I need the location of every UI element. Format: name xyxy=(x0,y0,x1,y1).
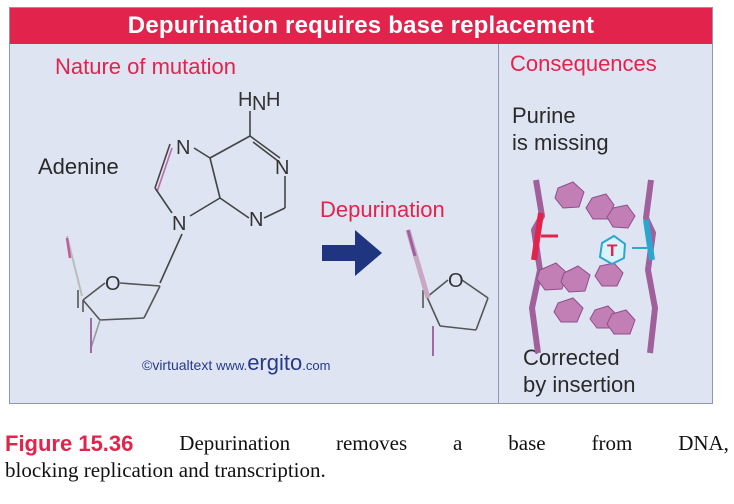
caption-word: from xyxy=(591,431,633,455)
consequences-title: Consequences xyxy=(510,51,657,76)
credit-site-big: ergito xyxy=(247,350,303,375)
right-arrow-icon xyxy=(322,230,382,276)
section-divider xyxy=(498,44,499,403)
caption-word: removes xyxy=(335,431,408,455)
bond-n7-c5 xyxy=(193,147,211,159)
caption-word: DNA, xyxy=(678,431,729,455)
bond-c2-n3 xyxy=(263,207,286,219)
nature-of-mutation-title: Nature of mutation xyxy=(55,54,236,79)
depurination-label: Depurination xyxy=(320,197,445,222)
bond-n9-c4 xyxy=(189,197,221,217)
atom-o-right: O xyxy=(448,270,464,292)
adenine-structure xyxy=(154,111,286,284)
credit-site-end: .com xyxy=(302,358,331,373)
caption-line-2: blocking replication and transcription. xyxy=(5,458,326,482)
adenine-label: Adenine xyxy=(38,154,119,179)
caption-word: Depurination xyxy=(179,431,291,455)
bond-c8-n7 xyxy=(154,143,171,189)
backbone-fragment-left xyxy=(66,235,83,297)
credit-site-start: www. xyxy=(216,358,248,373)
panel-title: Depurination requires base replacement xyxy=(10,8,712,44)
bond-c8-n9 xyxy=(154,187,173,214)
thymine-base xyxy=(598,234,627,266)
caption-word: base xyxy=(508,431,546,455)
figure-caption: Figure 15.36 Depurination removes a base… xyxy=(5,430,729,484)
figure-panel: Depurination requires base replacement N… xyxy=(9,7,713,404)
credit-line: ©virtualtext www.ergito.com xyxy=(142,350,330,376)
diagram-drawing: H N H N N N N O xyxy=(65,89,658,356)
atom-h-left: H xyxy=(238,89,252,111)
atom-h-right: H xyxy=(266,89,280,111)
atom-o-left: O xyxy=(105,273,121,295)
caption-line-1: Figure 15.36 Depurination removes a base… xyxy=(5,430,729,457)
atom-n1: N xyxy=(275,157,289,179)
purine-missing-line-1: Purine xyxy=(512,103,576,128)
bond-c6-n1 xyxy=(249,135,281,159)
sugar-ring xyxy=(77,282,161,353)
purine-missing-text: Purine is missing xyxy=(512,102,609,156)
thymine-label: T xyxy=(607,241,618,260)
corrected-line-2: by insertion xyxy=(523,372,636,397)
purine-missing-line-2: is missing xyxy=(512,130,609,155)
figure-label: Figure 15.36 xyxy=(5,431,134,456)
atom-n-amine: N xyxy=(252,93,266,115)
caption-word: a xyxy=(453,431,463,455)
atom-n9: N xyxy=(172,213,186,235)
credit-prefix: ©virtualtext xyxy=(142,357,213,373)
atom-n7: N xyxy=(176,137,190,159)
atom-n3: N xyxy=(249,209,263,231)
bond-n3-c4 xyxy=(219,197,250,219)
sugar-ring-depurinated xyxy=(422,279,489,356)
bond-c4-c5 xyxy=(209,157,221,199)
bond-c5-c6 xyxy=(209,135,251,159)
glycosidic-bond xyxy=(159,233,183,284)
dna-helix-graphic: T xyxy=(529,179,658,354)
